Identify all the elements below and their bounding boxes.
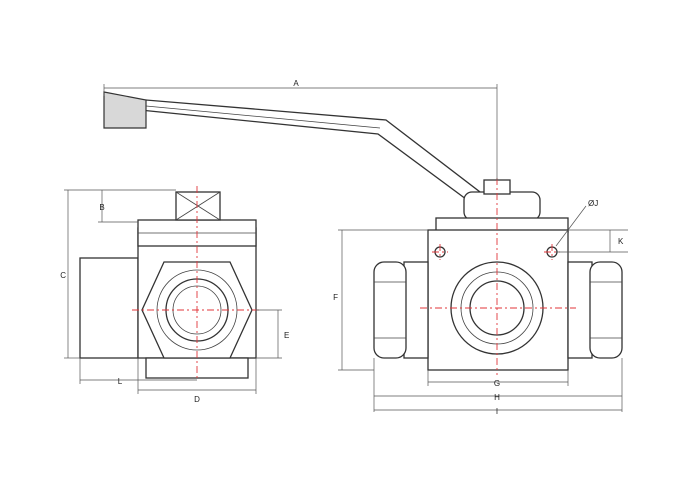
- dim-label-h: H: [494, 393, 500, 402]
- dim-label-c: C: [60, 271, 66, 280]
- handle-grip: [103, 91, 147, 129]
- front-right-nut: [589, 261, 623, 359]
- dim-label-k: K: [618, 237, 624, 246]
- side-view: [79, 186, 262, 380]
- front-left-nut: [373, 261, 407, 359]
- dim-label-d: D: [194, 395, 200, 404]
- side-view-dimensions: [64, 189, 282, 394]
- dim-label-l: L: [118, 377, 123, 386]
- dim-label-f: F: [333, 293, 338, 302]
- front-left-port: [403, 261, 429, 359]
- dim-label-e: E: [284, 331, 289, 340]
- front-right-port: [567, 261, 593, 359]
- dim-label-b: B: [99, 203, 104, 212]
- front-view: [103, 91, 623, 375]
- front-stem-hub: [463, 191, 541, 221]
- dimension-labels: A B C D E F G H I ØJ K L: [60, 79, 624, 416]
- dim-label-a: A: [293, 79, 299, 88]
- handle-lever: [138, 99, 481, 203]
- dim-label-g: G: [494, 379, 500, 388]
- front-view-dimensions: [103, 84, 628, 412]
- side-left-port: [79, 257, 139, 359]
- dim-label-i: I: [496, 407, 498, 416]
- dim-label-j: ØJ: [588, 199, 598, 208]
